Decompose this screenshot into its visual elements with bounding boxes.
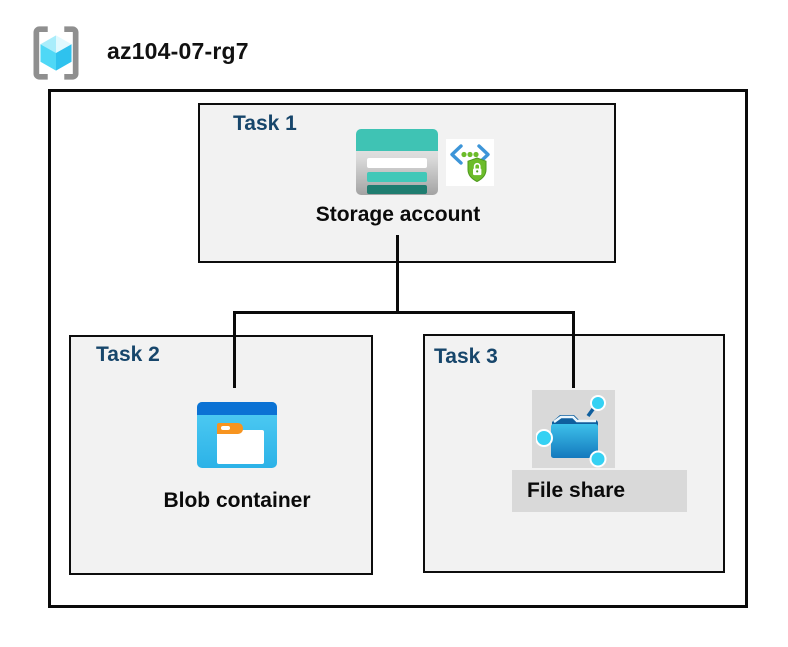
connector-storage-to-fileshare — [572, 311, 575, 388]
connector-storage-to-blob — [233, 311, 236, 388]
sas-key-icon — [446, 139, 494, 186]
connector-branch-bar — [233, 311, 575, 314]
file-share-label: File share — [527, 479, 626, 502]
blob-container-label: Blob container — [163, 489, 311, 512]
file-share-icon — [536, 395, 607, 468]
blob-container-folder-tab — [217, 423, 243, 434]
task1-label: Task 1 — [233, 112, 297, 135]
blob-container-tab-slot — [221, 426, 230, 430]
storage-account-icon-band — [356, 129, 438, 151]
task2-box: Task 2 Blob container — [69, 335, 373, 575]
file-share-icon-highlight — [532, 390, 615, 468]
blob-container-icon-band — [197, 402, 277, 415]
connector-storage-stem — [396, 235, 399, 314]
resource-group-icon — [33, 26, 79, 80]
storage-account-icon — [356, 129, 438, 195]
storage-account-icon-bar — [367, 185, 427, 194]
resource-group-title: az104-07-rg7 — [107, 38, 249, 64]
task2-label: Task 2 — [96, 343, 160, 366]
storage-account-label: Storage account — [315, 203, 481, 226]
storage-account-icon-bar — [367, 158, 427, 168]
blob-container-folder — [217, 430, 264, 464]
storage-account-icon-bar — [367, 172, 427, 182]
blob-container-icon — [197, 402, 277, 468]
file-share-label-highlight: File share — [512, 470, 687, 512]
task1-box: Task 1 Storage account — [198, 103, 616, 263]
task3-label: Task 3 — [434, 345, 498, 368]
